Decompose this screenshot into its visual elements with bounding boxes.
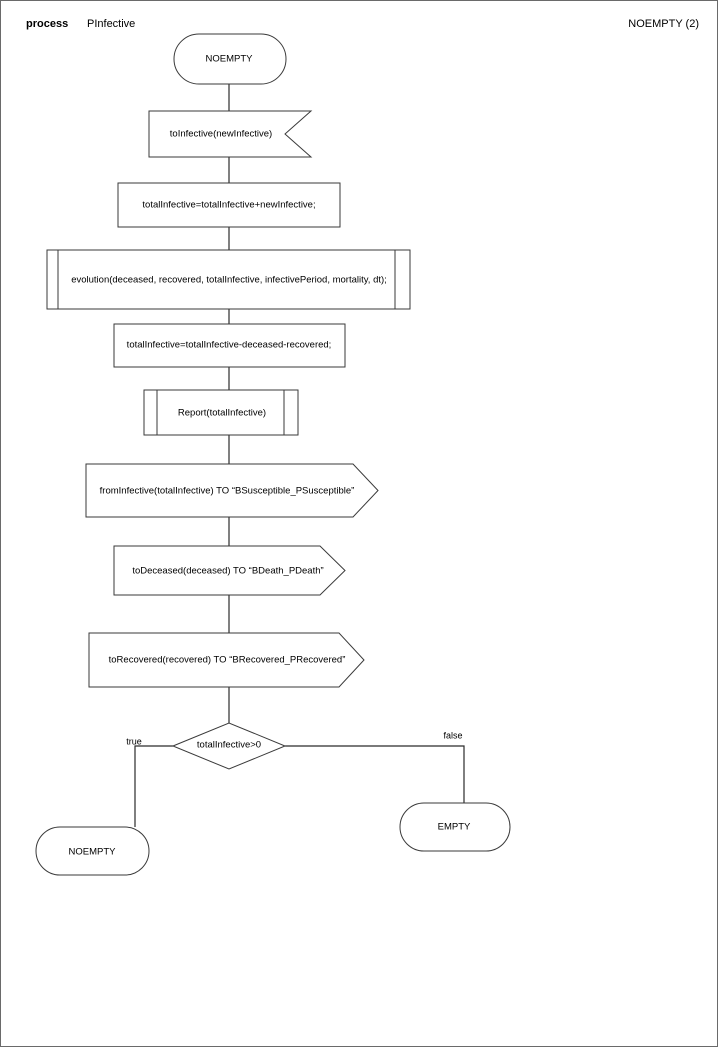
predefined-process-shape-report[interactable] [143,389,299,436]
predefined-process-shape-evolution[interactable] [46,249,411,310]
edge-label-false: false [443,730,463,741]
node-receive-signal[interactable] [148,110,313,158]
node-report[interactable] [143,389,299,436]
node-send-signal-3[interactable] [88,632,365,688]
node-assign1[interactable] [117,182,341,228]
receive-signal-shape[interactable] [148,110,313,158]
send-signal-shape-1[interactable] [85,463,379,518]
edge-label-true: true [126,736,142,747]
node-start[interactable] [173,33,287,85]
terminator-shape-start[interactable] [173,33,287,85]
node-assign2[interactable] [113,323,346,368]
header-kind-label: process [26,18,69,30]
node-evolution[interactable] [46,249,411,310]
process-shape-assign1[interactable] [117,182,341,228]
header-right-label: NOEMPTY (2) [628,18,699,30]
send-signal-shape-2[interactable] [113,545,346,596]
node-end-empty[interactable] [399,802,511,852]
terminator-shape-end-noempty[interactable] [35,826,150,876]
edge-decision-false [285,745,465,803]
edge-decision-true [134,745,173,827]
send-signal-shape-3[interactable] [88,632,365,688]
decision-shape[interactable] [171,722,287,770]
terminator-shape-end-empty[interactable] [399,802,511,852]
header-process-name: PInfective [87,18,136,30]
node-send-signal-2[interactable] [113,545,346,596]
process-shape-assign2[interactable] [113,323,346,368]
node-end-noempty[interactable] [35,826,150,876]
node-decision[interactable] [171,722,287,770]
connectors [134,84,465,827]
node-send-signal-1[interactable] [85,463,379,518]
